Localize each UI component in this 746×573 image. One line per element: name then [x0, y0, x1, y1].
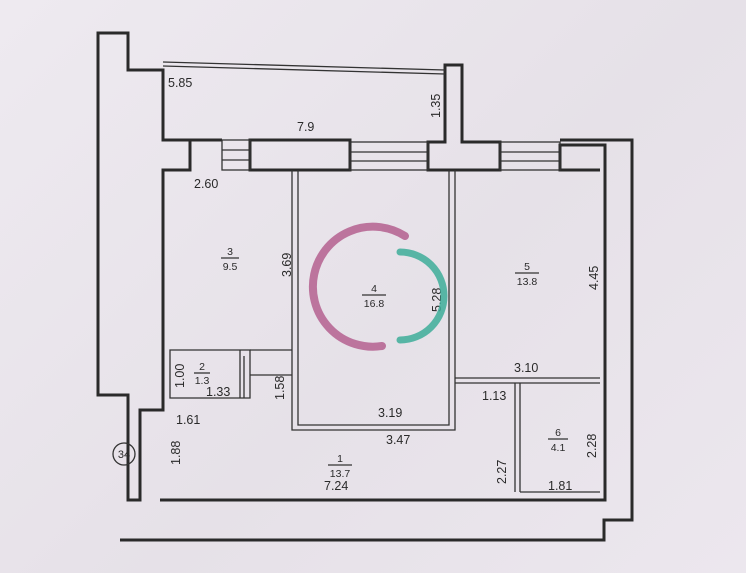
dim-corridor-h: 1.58	[273, 376, 287, 400]
dim-r6-width: 1.81	[548, 479, 572, 493]
dim-r2-height: 1.00	[173, 364, 187, 388]
svg-text:5: 5	[524, 261, 530, 273]
room-3: 3 9.5	[221, 246, 239, 273]
svg-text:4.1: 4.1	[551, 442, 566, 454]
dim-r3-height: 3.69	[280, 253, 294, 277]
svg-text:6: 6	[555, 427, 561, 439]
room-2: 2 1.3	[194, 361, 210, 387]
dim-right-small: 1.13	[482, 389, 506, 403]
svg-text:2: 2	[199, 361, 205, 373]
dim-hall-h: 2.27	[495, 460, 509, 484]
svg-text:1.3: 1.3	[195, 375, 210, 387]
logo-inner-arc	[396, 248, 448, 344]
outer-wall-right	[120, 138, 634, 542]
svg-text:3: 3	[227, 246, 233, 258]
dim-left-top: 2.60	[194, 177, 218, 191]
logo-outer-arc	[308, 222, 409, 351]
room-1: 1 13.7	[328, 453, 352, 480]
svg-text:16.8: 16.8	[364, 298, 385, 310]
entry-marker	[112, 442, 136, 466]
dim-r4-width: 3.19	[378, 406, 402, 420]
svg-text:1: 1	[337, 453, 343, 465]
balcony-line	[162, 61, 446, 71]
dim-r6-height: 2.28	[585, 434, 599, 458]
dim-entry-h: 1.88	[169, 441, 183, 465]
window-right	[499, 141, 561, 171]
watermark-logo-icon	[308, 222, 448, 351]
dim-left-bottom: 1.61	[176, 413, 200, 427]
top-wall-segments	[190, 138, 352, 172]
outer-wall-left	[96, 31, 192, 502]
dim-hall-width: 3.47	[386, 433, 410, 447]
dim-r5-width: 3.10	[514, 361, 538, 375]
room-6: 6 4.1	[548, 427, 568, 454]
dim-total-width: 7.24	[324, 479, 348, 493]
dim-wall: 1.35	[429, 94, 443, 118]
room-4: 4 16.8	[362, 283, 386, 310]
svg-text:13.8: 13.8	[517, 276, 538, 288]
svg-text:9.5: 9.5	[223, 261, 238, 273]
svg-text:13.7: 13.7	[330, 468, 351, 480]
room-5: 5 13.8	[515, 261, 539, 288]
entry-marker-label: 34	[118, 449, 130, 461]
dim-r2-width: 1.33	[206, 385, 230, 399]
window-mid	[349, 141, 429, 171]
dim-balcony: 7.9	[297, 120, 314, 134]
svg-text:4: 4	[371, 283, 377, 295]
window-left	[221, 139, 251, 171]
dim-r5-height: 4.45	[587, 266, 601, 290]
interior-walls	[169, 170, 600, 493]
dim-outer: 5.85	[168, 76, 192, 90]
balcony-line-2	[162, 65, 446, 75]
outer-wall-bottom	[160, 143, 607, 502]
